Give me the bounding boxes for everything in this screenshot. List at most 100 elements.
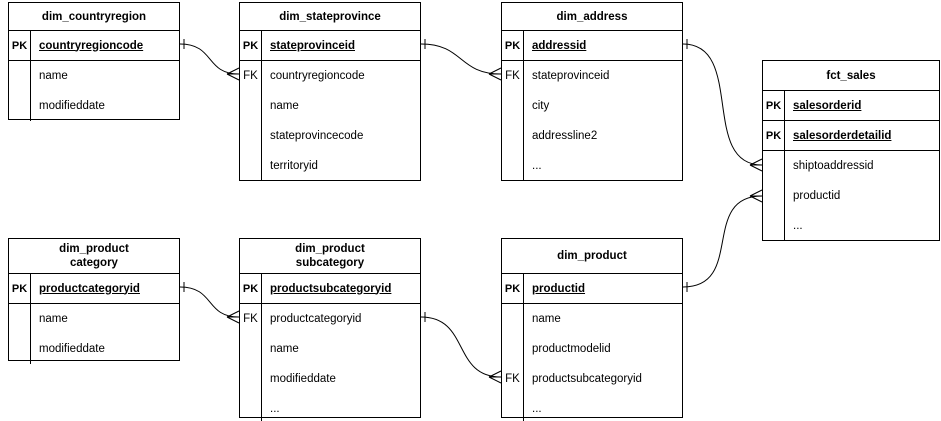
attribute-row-key[interactable]: PK salesorderdetailid (763, 121, 939, 151)
key-label (9, 304, 30, 334)
key-label: FK (243, 313, 258, 325)
attribute-name: productid (793, 190, 841, 202)
relationship-address-to-sales[interactable] (682, 39, 763, 172)
key-label: PK (9, 274, 31, 303)
attribute-name: ... (793, 220, 803, 232)
attribute-name: salesorderdetailid (793, 129, 892, 142)
attribute-name: name (270, 343, 299, 355)
key-label: PK (9, 31, 31, 60)
cardinality-many-marker (226, 310, 240, 324)
key-label (9, 91, 30, 121)
attribute-name: productmodelid (532, 343, 611, 355)
relationship-line (179, 286, 240, 318)
entity-title: dim_stateprovince (240, 3, 420, 31)
key-label (240, 334, 261, 364)
attribute-name: salesorderid (793, 99, 862, 112)
attribute-name: modifieddate (270, 373, 336, 385)
key-label: FK (243, 70, 258, 82)
key-label (240, 394, 261, 421)
attribute-name: productsubcategoryid (270, 282, 392, 295)
relationship-line (179, 43, 240, 75)
entity-title: dim_product category (9, 239, 179, 274)
attribute-name: ... (270, 403, 280, 415)
key-label: PK (502, 274, 524, 303)
key-label (763, 181, 784, 211)
relationship-line (682, 43, 763, 166)
relationship-productcategory-to-subcategory[interactable] (179, 282, 240, 324)
relationship-countryregion-to-stateprovince[interactable] (179, 39, 240, 81)
relationship-subcategory-to-product[interactable] (420, 312, 502, 384)
attribute-row-key[interactable]: PK salesorderid (763, 91, 939, 121)
attribute-row-key[interactable]: PK addressid (502, 31, 682, 61)
key-column: FK (502, 61, 524, 181)
relationship-line (420, 316, 502, 378)
attribute-name: name (532, 313, 561, 325)
attribute-name: productcategoryid (39, 282, 140, 295)
attribute-name: countryregioncode (39, 39, 144, 52)
key-label (240, 121, 261, 151)
cardinality-many-marker (749, 189, 763, 203)
entity-title: fct_sales (763, 61, 939, 91)
entity-title: dim_countryregion (9, 3, 179, 31)
attribute-name: city (532, 100, 550, 112)
attribute-name: addressid (532, 39, 587, 52)
key-column: FK (240, 304, 262, 421)
attribute-name: modifieddate (39, 100, 105, 112)
key-column (763, 151, 785, 241)
cardinality-many-marker (488, 67, 502, 81)
relationship-line (420, 43, 502, 75)
key-label: FK (505, 70, 520, 82)
key-label (502, 334, 523, 364)
key-label: PK (763, 91, 785, 120)
attribute-name: stateprovincecode (270, 130, 364, 142)
key-column (9, 61, 31, 121)
key-column (9, 304, 31, 364)
key-label (502, 91, 523, 121)
key-label: PK (763, 121, 785, 150)
entity-title: dim_product (502, 239, 682, 274)
key-label (502, 304, 523, 334)
key-label: PK (240, 274, 262, 303)
attribute-row-key[interactable]: PK productcategoryid (9, 274, 179, 304)
cardinality-many-marker (749, 158, 763, 172)
attribute-name: countryregioncode (270, 70, 365, 82)
key-label: PK (240, 31, 262, 60)
attribute-name: stateprovinceid (532, 70, 610, 82)
attribute-name: name (39, 313, 68, 325)
key-label (240, 151, 261, 181)
key-label (240, 364, 261, 394)
key-label (502, 121, 523, 151)
attribute-row-key[interactable]: PK countryregioncode (9, 31, 179, 61)
attribute-name: addressline2 (532, 130, 598, 142)
key-label (240, 91, 261, 121)
relationship-stateprovince-to-address[interactable] (420, 39, 502, 81)
relationship-product-to-sales[interactable] (682, 189, 763, 292)
attribute-name: territoryid (270, 160, 318, 172)
attribute-name: productsubcategoryid (532, 373, 642, 385)
attribute-row-key[interactable]: PK productsubcategoryid (240, 274, 420, 304)
key-label: FK (505, 373, 520, 385)
entity-title: dim_address (502, 3, 682, 31)
attribute-name: shiptoaddressid (793, 160, 874, 172)
key-label (502, 394, 523, 421)
key-label: PK (502, 31, 524, 60)
entity-title: dim_product subcategory (240, 239, 420, 274)
key-column: FK (240, 61, 262, 181)
